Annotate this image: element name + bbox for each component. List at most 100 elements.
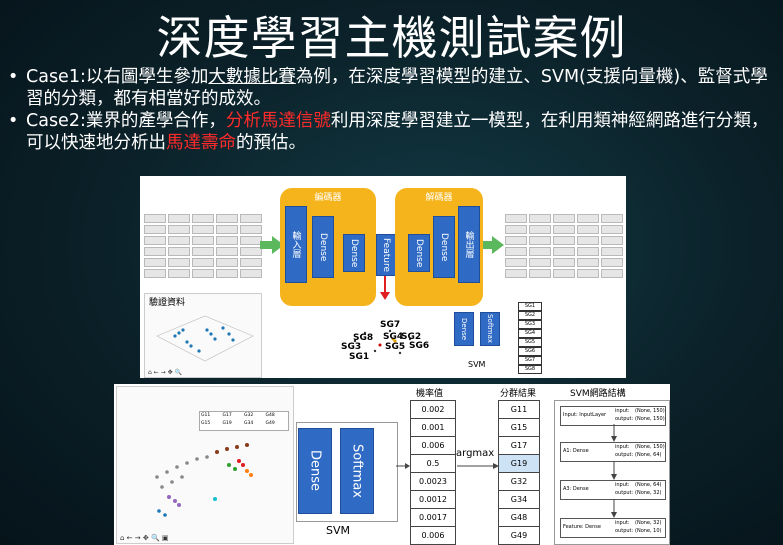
node-output-label: output: [615, 416, 634, 422]
case2-highlight-2: 馬達壽命 [166, 133, 236, 153]
prob-cell: 0.006 [410, 526, 456, 545]
node-name: Input: InputLayer [563, 412, 607, 418]
cluster-label: SG7 [380, 320, 401, 330]
plot-toolbar[interactable]: ⌂ ← → ✥ 🔍 [148, 369, 182, 376]
decoder-dense-1: Dense [408, 234, 430, 272]
plot-toolbar[interactable]: ⌂ ← → ✥ 🔍 ▣ [120, 534, 169, 542]
net-node-input: Input: InputLayer input: (None, 150) out… [560, 406, 666, 426]
cluster-label: SG4 [383, 332, 404, 342]
cluster-cell: G49 [498, 526, 540, 545]
green-arrow-icon [480, 236, 504, 254]
arrow-icon [457, 463, 499, 469]
node-output-shape: (None, 10) [635, 528, 662, 534]
case2-prefix: Case2:業界的產學合作， [26, 111, 226, 131]
case1-suffix: 為例，在深度學習模型的建立、SVM(支援向量機)、監督式學習的分類，都有相當好的… [26, 67, 768, 109]
legend-entry: G34 [244, 421, 254, 426]
cluster-cell: G32 [498, 472, 540, 491]
bullet-case2: • Case2:業界的產學合作，分析馬達信號利用深度學習建立一模型，在利用類神經… [8, 110, 778, 154]
decoder-dense-2: Dense [433, 216, 455, 278]
encoder-dense-2: Dense [343, 234, 365, 272]
red-arrow-icon [380, 276, 390, 300]
validation-plot: 驗證資料 ⌂ ← → ✥ 🔍 [144, 293, 262, 378]
prob-header: 機率值 [416, 389, 444, 399]
bullet-case1: • Case1:以右圖學生參加大數據比賽為例，在深度學習模型的建立、SVM(支援… [8, 66, 778, 110]
cluster-cell-selected: G19 [498, 454, 540, 473]
node-input-shape: (None, 32) [635, 520, 662, 526]
legend-entry: G17 [222, 413, 232, 418]
net-connector-icon [611, 499, 617, 518]
svm-dense-block: Dense [298, 428, 332, 514]
argmax-label: argmax [456, 448, 495, 459]
node-name: A1: Dense [563, 448, 589, 454]
feature-block: Feature [376, 234, 396, 276]
bullet-marker: • [8, 67, 19, 87]
cluster-cell: G34 [498, 490, 540, 509]
legend-entry: G15 [201, 421, 211, 426]
plot-caption: 驗證資料 [149, 298, 186, 308]
input-signal-grid [144, 214, 262, 278]
svm-dense-small: Dense [454, 312, 474, 346]
prob-cell: 0.0017 [410, 508, 456, 527]
scatter-plot-3d [156, 315, 254, 362]
decoder-label: 解碼器 [425, 193, 453, 203]
prob-cell: 0.0012 [410, 490, 456, 509]
node-input-shape: (None, 64) [635, 482, 662, 488]
sg-item: SG3 [518, 320, 542, 329]
slide-title: 深度學習主機測試案例 [156, 11, 627, 65]
cluster-3d-plot: G11 G17 G32 G48 G15 G19 G34 G49 ⌂ ← → ✥ … [116, 386, 294, 544]
cluster-cell: G15 [498, 418, 540, 437]
case2-text: Case2:業界的產學合作，分析馬達信號利用深度學習建立一模型，在利用類神經網路… [26, 110, 778, 154]
case1-prefix: Case1:以右圖學生參加 [26, 67, 209, 87]
node-name: A3: Dense [563, 486, 589, 492]
output-signal-grid [505, 214, 623, 278]
bullet-list: • Case1:以右圖學生參加大數據比賽為例，在深度學習模型的建立、SVM(支援… [8, 66, 778, 154]
node-output-shape: (None, 32) [635, 490, 662, 496]
encoder-label: 編碼器 [314, 193, 342, 203]
bullet-marker: • [8, 111, 19, 131]
cluster-scatter [353, 329, 412, 355]
prob-cell: 0.002 [410, 400, 456, 419]
svm-group-box [296, 422, 398, 522]
cluster-plot: SG7 SG8 SG4 SG2 SG3 SG5 SG6 SG1 [335, 311, 440, 373]
legend-entry: G32 [244, 413, 254, 418]
case2-highlight-1: 分析馬達信號 [225, 111, 331, 131]
cluster-label: SG5 [385, 342, 406, 352]
legend-entry: G49 [265, 421, 275, 426]
cluster-cell: G11 [498, 400, 540, 419]
cluster-label: SG2 [401, 332, 422, 342]
node-name: Feature: Dense [563, 524, 601, 530]
node-input-shape: (None, 150) [635, 408, 665, 414]
node-input-label: input: [615, 520, 630, 526]
sg-item: SG7 [518, 356, 542, 365]
net-node-a1: A1: Dense input: (None, 150) output: (No… [560, 442, 666, 462]
legend-entry: G19 [222, 421, 232, 426]
svm-softmax-small: Softmax [480, 312, 500, 346]
input-layer-block: 輸入層 [285, 206, 307, 283]
prob-cell: 0.5 [410, 454, 456, 473]
svm-label: SVM [326, 524, 350, 537]
node-output-label: output: [615, 490, 634, 496]
sg-item: SG2 [518, 311, 542, 320]
sg-item: SG1 [518, 302, 542, 311]
cluster-label: SG3 [341, 342, 362, 352]
cluster-label: SG6 [409, 341, 430, 351]
cluster-label: SG8 [353, 333, 374, 343]
node-input-label: input: [615, 444, 630, 450]
net-connector-icon [611, 461, 617, 480]
prob-cell: 0.0023 [410, 472, 456, 491]
node-output-shape: (None, 150) [635, 416, 665, 422]
node-input-label: input: [615, 482, 630, 488]
svm-softmax-block: Softmax [340, 428, 374, 514]
node-output-label: output: [615, 452, 634, 458]
encoder-dense-1: Dense [312, 216, 334, 278]
sg-item: SG5 [518, 338, 542, 347]
cluster-label: SG1 [349, 352, 370, 362]
net-header: SVM網路結構 [570, 389, 626, 399]
cluster-cell: G48 [498, 508, 540, 527]
svm-label-small: SVM [468, 360, 486, 369]
net-node-feature: Feature: Dense input: (None, 32) output:… [560, 518, 666, 538]
node-output-shape: (None, 64) [635, 452, 662, 458]
legend-entry: G48 [265, 413, 275, 418]
case1-link[interactable]: 大數據比賽 [208, 67, 296, 87]
prob-cell: 0.001 [410, 418, 456, 437]
